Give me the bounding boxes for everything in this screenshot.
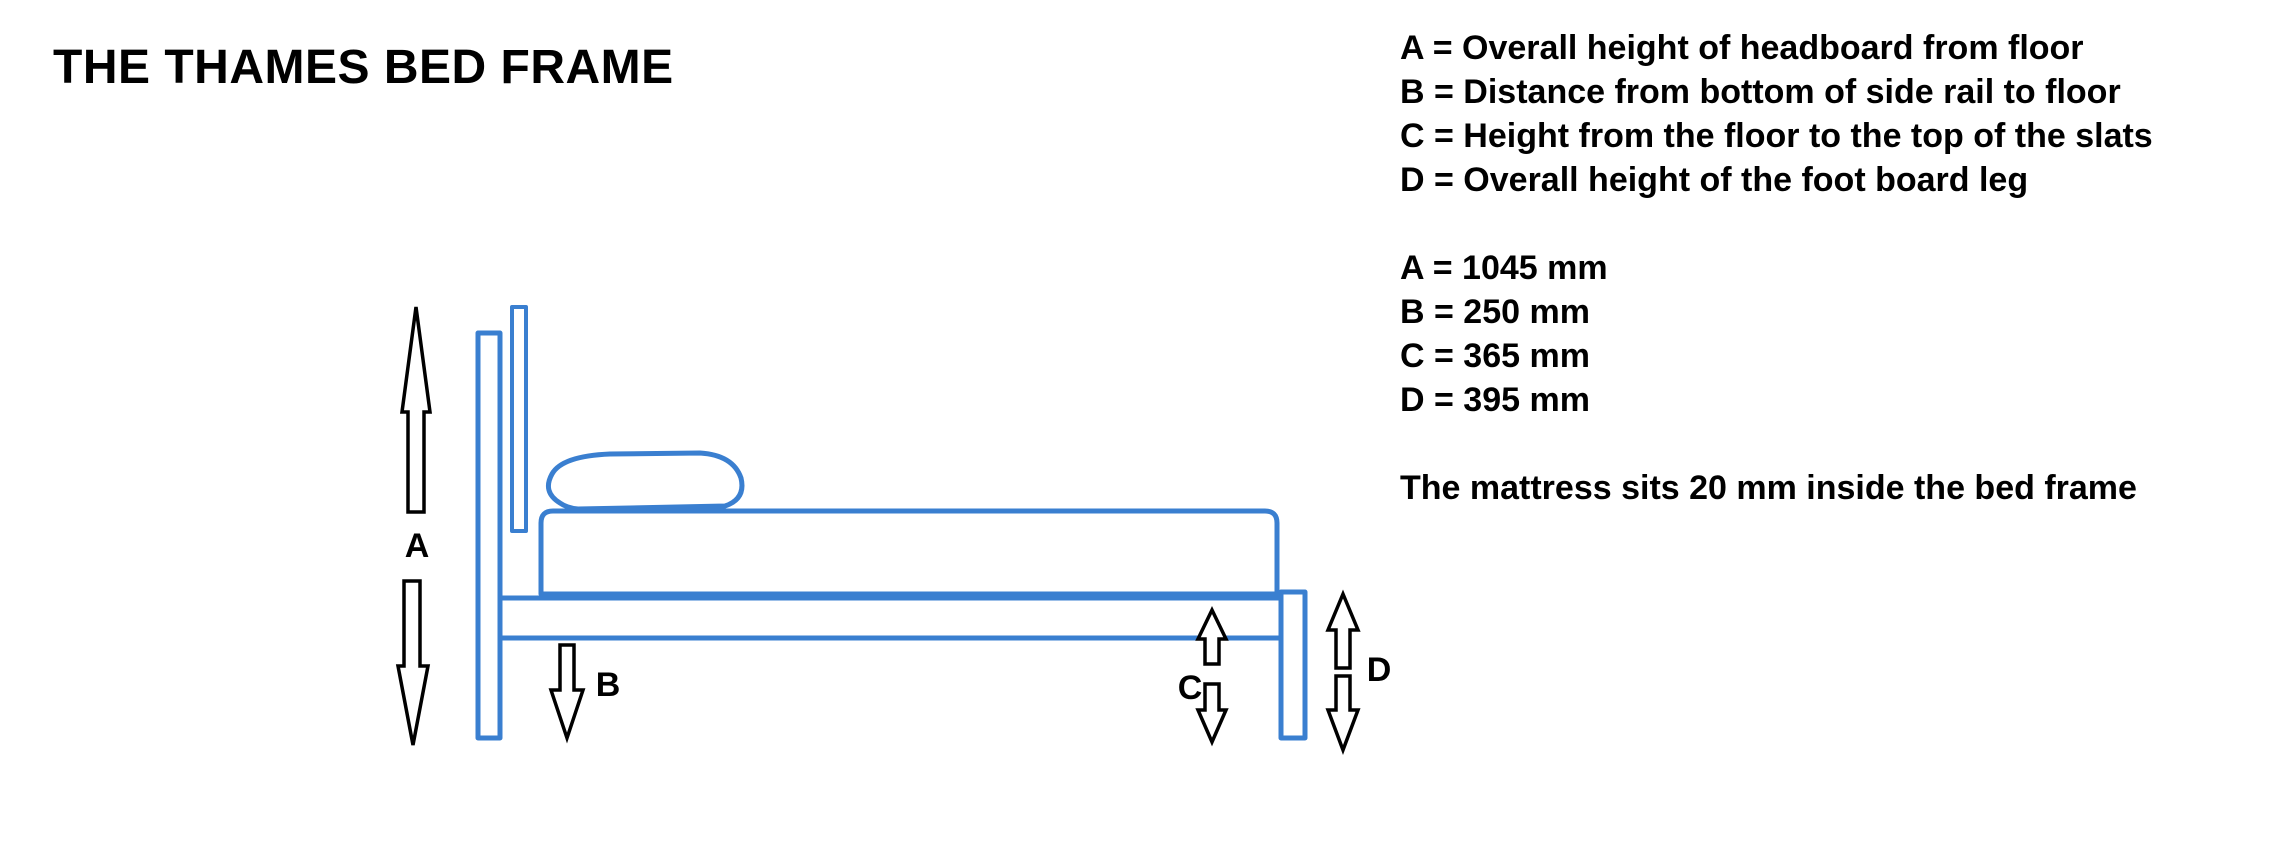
measurement-d: D = 395 mm [1400, 381, 1590, 419]
dimension-arrows [395, 306, 1361, 755]
headboard-post [475, 330, 503, 741]
arrow-d-up [1325, 589, 1361, 670]
mattress [538, 508, 1280, 597]
measurement-b: B = 250 mm [1400, 293, 1590, 331]
dimension-legend: A = Overall height of headboard from flo… [1400, 26, 2250, 510]
arrow-a-down [395, 579, 431, 746]
label-d: D [1367, 651, 1392, 689]
mattress-note: The mattress sits 20 mm inside the bed f… [1400, 469, 2137, 507]
definition-b: B = Distance from bottom of side rail to… [1400, 73, 2121, 111]
label-b: B [596, 666, 621, 704]
arrow-a-up [400, 306, 432, 514]
side-rail [497, 595, 1284, 641]
definition-c: C = Height from the floor to the top of … [1400, 117, 2153, 155]
pillow [545, 450, 745, 512]
definition-a: A = Overall height of headboard from flo… [1400, 29, 2084, 67]
measurement-a: A = 1045 mm [1400, 249, 1608, 287]
headboard-panel [510, 305, 528, 533]
definition-d: D = Overall height of the foot board leg [1400, 161, 2029, 199]
arrow-b-down [548, 643, 586, 744]
footboard-leg [1278, 589, 1308, 741]
arrow-c-down [1195, 682, 1229, 747]
arrow-c-up [1195, 605, 1229, 666]
measurement-c: C = 365 mm [1400, 337, 1590, 375]
page-title: THE THAMES BED FRAME [53, 41, 674, 94]
arrow-d-down [1325, 674, 1361, 755]
dimension-labels: A B C D [405, 527, 1392, 707]
label-a: A [405, 527, 430, 565]
bed-frame [475, 305, 1308, 741]
label-c: C [1178, 669, 1203, 707]
